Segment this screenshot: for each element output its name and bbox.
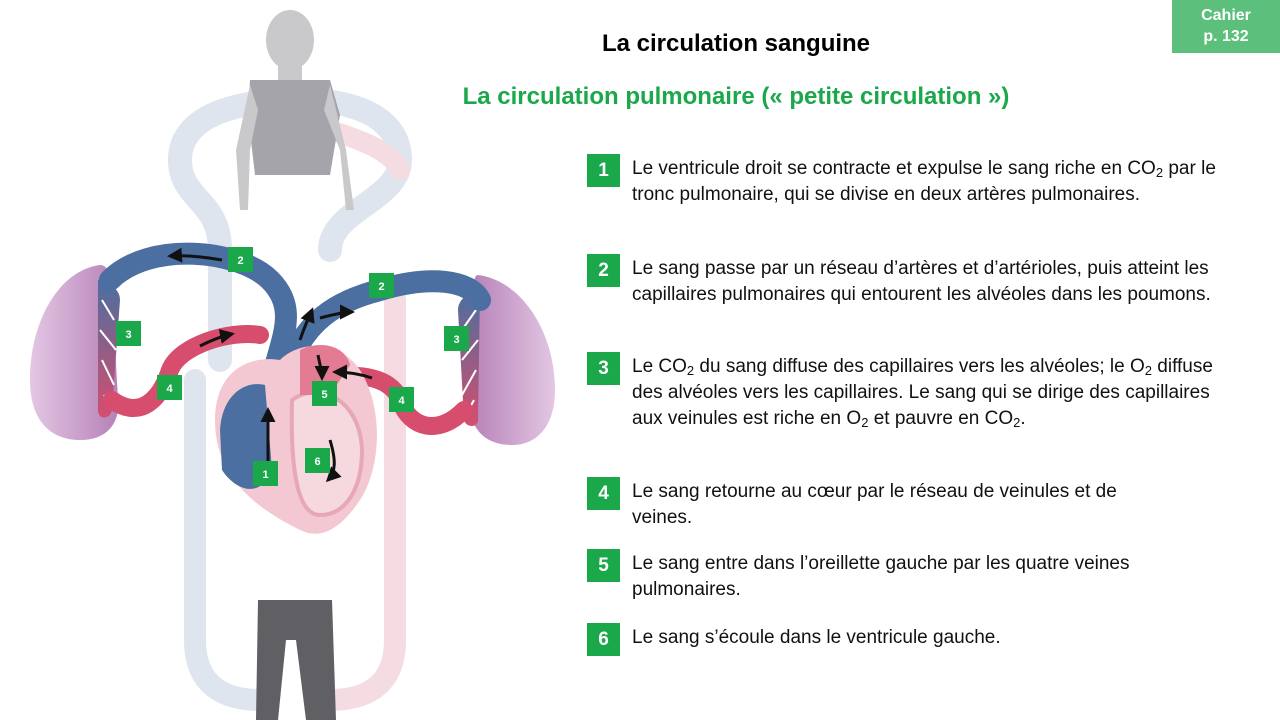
svg-text:3: 3 <box>453 334 459 346</box>
diagram-tag: 4 <box>389 387 414 412</box>
svg-text:5: 5 <box>321 389 327 401</box>
step-number: 2 <box>587 254 620 287</box>
step-number: 5 <box>587 549 620 582</box>
step-number: 4 <box>587 477 620 510</box>
svg-text:1: 1 <box>262 469 268 481</box>
step-number: 1 <box>587 154 620 187</box>
step-text: Le sang s’écoule dans le ventricule gauc… <box>632 627 1001 648</box>
step-text: Le sang passe par un réseau d’artères et… <box>632 258 1211 305</box>
right-capillary-bed <box>458 290 480 426</box>
step-text: Le sang entre dans l’oreillette gauche p… <box>632 553 1130 600</box>
step-text: Le CO2 du sang diffuse des capillaires v… <box>632 356 1213 430</box>
step-text: Le ventricule droit se contracte et expu… <box>632 158 1216 205</box>
cahier-label: Cahier <box>1201 7 1251 24</box>
circulation-diagram: 2 2 3 3 4 4 5 1 6 <box>30 10 555 720</box>
diagram-tag: 3 <box>444 326 469 351</box>
diagram-tag: 2 <box>369 273 394 298</box>
diagram-tag: 5 <box>312 381 337 406</box>
diagram-tag: 3 <box>116 321 141 346</box>
svg-text:2: 2 <box>378 281 384 293</box>
svg-text:4: 4 <box>166 383 173 395</box>
svg-text:3: 3 <box>125 329 131 341</box>
svg-text:6: 6 <box>314 456 320 468</box>
diagram-tag: 2 <box>228 247 253 272</box>
right-lung <box>470 275 555 445</box>
flow-arrows <box>167 247 373 483</box>
page-subtitle: La circulation pulmonaire (« petite circ… <box>462 83 1010 110</box>
left-capillary-bed <box>98 280 120 418</box>
diagram-tag: 6 <box>305 448 330 473</box>
step-text: Le sang retourne au cœur par le réseau d… <box>632 481 1117 528</box>
diagram-tag: 1 <box>253 461 278 486</box>
svg-text:2: 2 <box>237 255 243 267</box>
person-figure <box>236 10 354 720</box>
page-title: La circulation sanguine <box>601 30 871 57</box>
cahier-page: p. 132 <box>1203 28 1249 45</box>
left-lung <box>30 265 119 440</box>
step-number: 6 <box>587 623 620 656</box>
svg-text:4: 4 <box>398 395 405 407</box>
step-number: 3 <box>587 352 620 385</box>
cahier-badge[interactable]: Cahier p. 132 <box>1172 0 1280 53</box>
diagram-tag: 4 <box>157 375 182 400</box>
